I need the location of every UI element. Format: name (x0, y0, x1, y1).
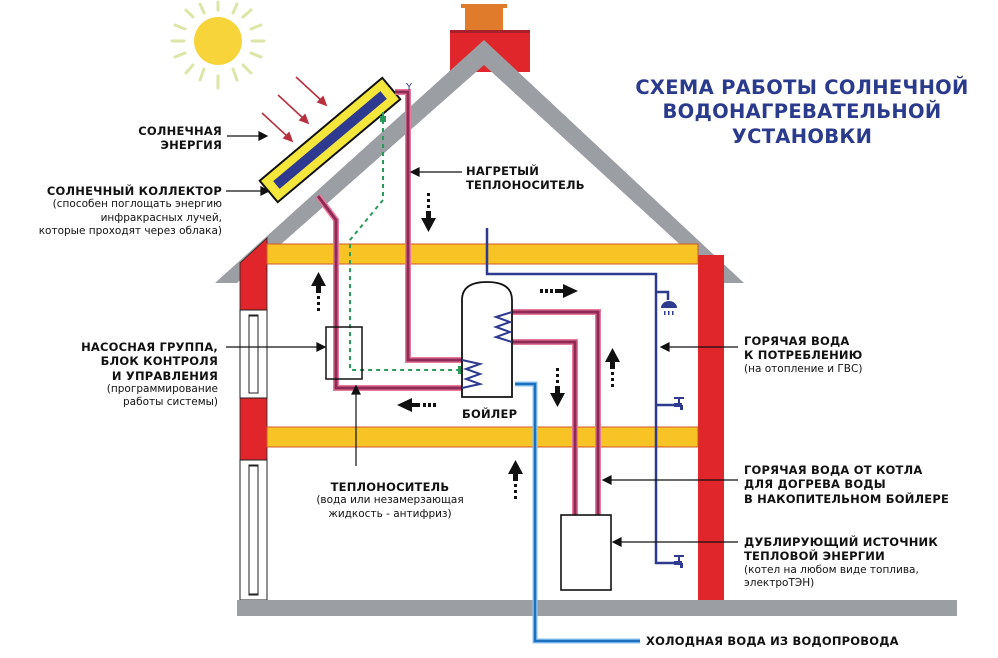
flow-arrow-down-icon (550, 368, 565, 407)
label-text: НАГРЕТЫЙ (466, 164, 540, 178)
title-line: СХЕМА РАБОТЫ СОЛНЕЧНОЙ (635, 76, 969, 99)
backup-circuit-pipe (512, 309, 601, 515)
flow-arrows (311, 193, 620, 499)
label-title: ГОРЯЧАЯ ВОДА (744, 334, 850, 348)
flow-arrow-up-icon (605, 348, 620, 387)
label-note: (способен поглощать энергию (52, 198, 222, 211)
faucet-icon (674, 397, 684, 410)
label-text: В НАКОПИТЕЛЬНОМ БОЙЛЕРЕ (744, 491, 950, 506)
sun-icon (170, 0, 266, 90)
title-line: ВОДОНАГРЕВАТЕЛЬНОЙ (662, 100, 942, 124)
solar-ray-arrows (261, 76, 328, 143)
shower-icon (661, 301, 677, 315)
label-cold-water: ХОЛОДНАЯ ВОДА ИЗ ВОДОПРОВОДА (646, 634, 899, 648)
boiler-tank (461, 281, 513, 398)
label-title: ТЕПЛОВОЙ ЭНЕРГИИ (744, 549, 885, 564)
label-note: работы системы) (123, 396, 218, 409)
faucet-icon (674, 555, 684, 568)
flow-arrow-up-icon (508, 460, 523, 499)
label-text: ГОРЯЧАЯ ВОДА ОТ КОТЛА (744, 463, 923, 477)
ground (237, 600, 957, 616)
label-note: жидкость - антифриз) (328, 507, 452, 520)
flow-arrow-right-icon (540, 284, 578, 298)
air-vent-icon: Ү (405, 82, 413, 93)
label-note: которые проходят через облака) (38, 224, 222, 237)
pump-control-unit (325, 326, 363, 380)
title-line: УСТАНОВКИ (731, 124, 873, 148)
label-title: И УПРАВЛЕНИЯ (111, 368, 218, 383)
left-windows (239, 309, 268, 601)
control-line (349, 112, 462, 371)
label-text: ЭНЕРГИЯ (160, 138, 222, 153)
flow-arrow-left-icon (397, 398, 436, 412)
label-title: ТЕПЛОНОСИТЕЛЬ (330, 480, 450, 494)
label-note: электроТЭН) (744, 576, 815, 589)
hot-water-consumer-pipe (485, 228, 676, 565)
label-title: ДУБЛИРУЮЩИЙ ИСТОЧНИК (744, 535, 938, 549)
flow-arrow-down-icon (421, 193, 436, 232)
label-solar-collector: СОЛНЕЧНЫЙ КОЛЛЕКТОР (способен поглощать … (0, 184, 222, 238)
label-title: СОЛНЕЧНЫЙ КОЛЛЕКТОР (46, 184, 222, 198)
label-note: (на отопление и ГВС) (744, 362, 863, 375)
floor-slabs (266, 243, 699, 448)
label-pump-group: НАСОСНАЯ ГРУППА, БЛОК КОНТРОЛЯ И УПРАВЛЕ… (40, 340, 218, 409)
label-hot-water-consumption: ГОРЯЧАЯ ВОДА К ПОТРЕБЛЕНИЮ (на отопление… (744, 334, 994, 376)
label-text: ТЕПЛОНОСИТЕЛЬ (466, 178, 585, 193)
label-text: ДЛЯ ДОГРЕВА ВОДЫ (744, 477, 886, 492)
label-note: инфракрасных лучей, (100, 211, 222, 224)
label-note: (вода или незамерзающая (316, 494, 464, 507)
label-title: БЛОК КОНТРОЛЯ (100, 354, 218, 369)
label-note: (котел на любом виде топлива, (744, 563, 919, 576)
label-heat-carrier: ТЕПЛОНОСИТЕЛЬ (вода или незамерзающая жи… (290, 480, 490, 521)
leader-lines (226, 131, 738, 547)
label-backup-source: ДУБЛИРУЮЩИЙ ИСТОЧНИК ТЕПЛОВОЙ ЭНЕРГИИ (к… (744, 535, 994, 590)
diagram-title: СХЕМА РАБОТЫ СОЛНЕЧНОЙ ВОДОНАГРЕВАТЕЛЬНО… (612, 76, 992, 149)
backup-heater-unit (560, 514, 612, 591)
label-text: СОЛНЕЧНАЯ (138, 124, 222, 138)
label-boiler: БОЙЛЕР (462, 407, 518, 421)
collector-circuit-pipe (315, 89, 462, 391)
label-hot-water-from-boiler: ГОРЯЧАЯ ВОДА ОТ КОТЛА ДЛЯ ДОГРЕВА ВОДЫ В… (744, 463, 994, 506)
label-solar-energy: СОЛНЕЧНАЯ ЭНЕРГИЯ (100, 124, 222, 153)
label-heated-carrier: НАГРЕТЫЙ ТЕПЛОНОСИТЕЛЬ (466, 164, 606, 193)
label-title: К ПОТРЕБЛЕНИЮ (744, 348, 863, 363)
flow-arrow-up-icon (311, 272, 326, 311)
label-note: (программирование (106, 383, 218, 396)
label-title: НАСОСНАЯ ГРУППА, (81, 340, 218, 354)
cold-water-pipe (515, 381, 640, 644)
